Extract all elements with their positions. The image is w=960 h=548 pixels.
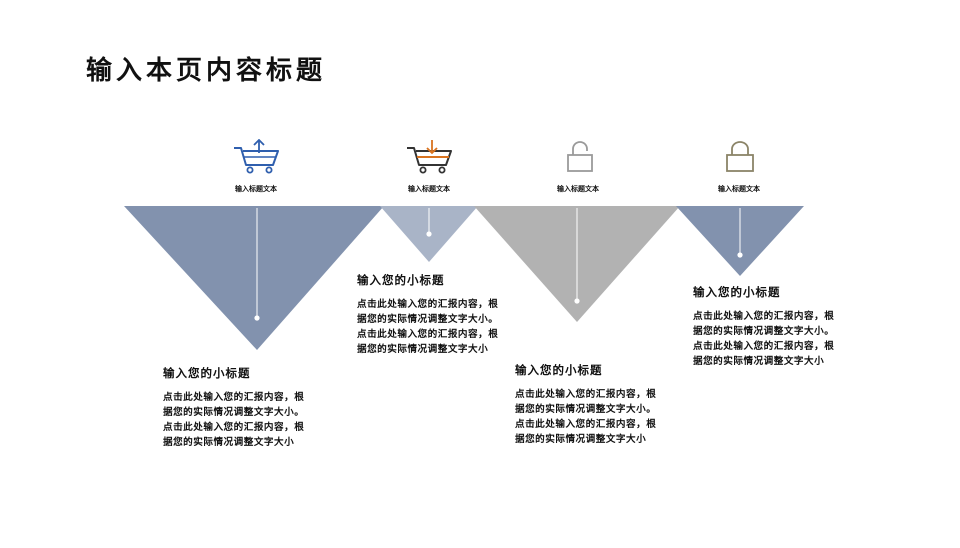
connector-dot-2 <box>426 231 432 237</box>
block-subtitle-2: 输入您的小标题 <box>357 273 445 287</box>
body-line: 点击此处输入您的汇报内容，根 <box>357 299 499 310</box>
connector-dot-4 <box>737 252 743 258</box>
body-line: 据您的实际情况调整文字大小。 <box>693 326 835 337</box>
cart-upload-icon <box>234 139 279 174</box>
cart-download-icon <box>407 140 452 174</box>
text-block-3: 输入您的小标题 点击此处输入您的汇报内容，根 据您的实际情况调整文字大小。 点击… <box>515 362 695 447</box>
block-subtitle-3: 输入您的小标题 <box>515 363 603 377</box>
text-block-4: 输入您的小标题 点击此处输入您的汇报内容，根 据您的实际情况调整文字大小。 点击… <box>693 284 873 369</box>
unlocked-padlock-icon <box>567 141 593 172</box>
icon-label-2: 输入标题文本 <box>408 184 450 193</box>
padlock-icon <box>726 141 754 172</box>
body-line: 点击此处输入您的汇报内容，根 <box>515 389 657 400</box>
body-line: 据您的实际情况调整文字大小 <box>357 344 489 355</box>
block-body-4: 点击此处输入您的汇报内容，根 据您的实际情况调整文字大小。 点击此处输入您的汇报… <box>693 309 873 369</box>
text-block-2: 输入您的小标题 点击此处输入您的汇报内容，根 据您的实际情况调整文字大小。 点击… <box>357 272 537 357</box>
block-subtitle-4: 输入您的小标题 <box>693 285 781 299</box>
body-line: 点击此处输入您的汇报内容，根 <box>693 311 835 322</box>
triangle-1 <box>124 206 384 350</box>
body-line: 点击此处输入您的汇报内容，根 <box>163 392 305 403</box>
block-body-1: 点击此处输入您的汇报内容，根 据您的实际情况调整文字大小。 点击此处输入您的汇报… <box>163 390 343 450</box>
page-title: 输入本页内容标题 <box>86 56 327 86</box>
body-line: 点击此处输入您的汇报内容，根 <box>163 422 305 433</box>
icon-label-4: 输入标题文本 <box>718 184 760 193</box>
body-line: 点击此处输入您的汇报内容，根 <box>693 341 835 352</box>
icon-label-1: 输入标题文本 <box>235 184 277 193</box>
text-block-1: 输入您的小标题 点击此处输入您的汇报内容，根 据您的实际情况调整文字大小。 点击… <box>163 365 343 450</box>
icon-label-3: 输入标题文本 <box>557 184 599 193</box>
body-line: 据您的实际情况调整文字大小 <box>163 437 295 448</box>
body-line: 据您的实际情况调整文字大小。 <box>515 404 657 415</box>
connector-dot-3 <box>574 298 580 304</box>
block-subtitle-1: 输入您的小标题 <box>163 366 251 380</box>
body-line: 点击此处输入您的汇报内容，根 <box>515 419 657 430</box>
body-line: 据您的实际情况调整文字大小。 <box>357 314 499 325</box>
body-line: 据您的实际情况调整文字大小 <box>515 434 647 445</box>
block-body-3: 点击此处输入您的汇报内容，根 据您的实际情况调整文字大小。 点击此处输入您的汇报… <box>515 387 695 447</box>
block-body-2: 点击此处输入您的汇报内容，根 据您的实际情况调整文字大小。 点击此处输入您的汇报… <box>357 297 537 357</box>
body-line: 据您的实际情况调整文字大小。 <box>163 407 305 418</box>
connector-dot-1 <box>254 315 260 321</box>
body-line: 据您的实际情况调整文字大小 <box>693 356 825 367</box>
body-line: 点击此处输入您的汇报内容，根 <box>357 329 499 340</box>
